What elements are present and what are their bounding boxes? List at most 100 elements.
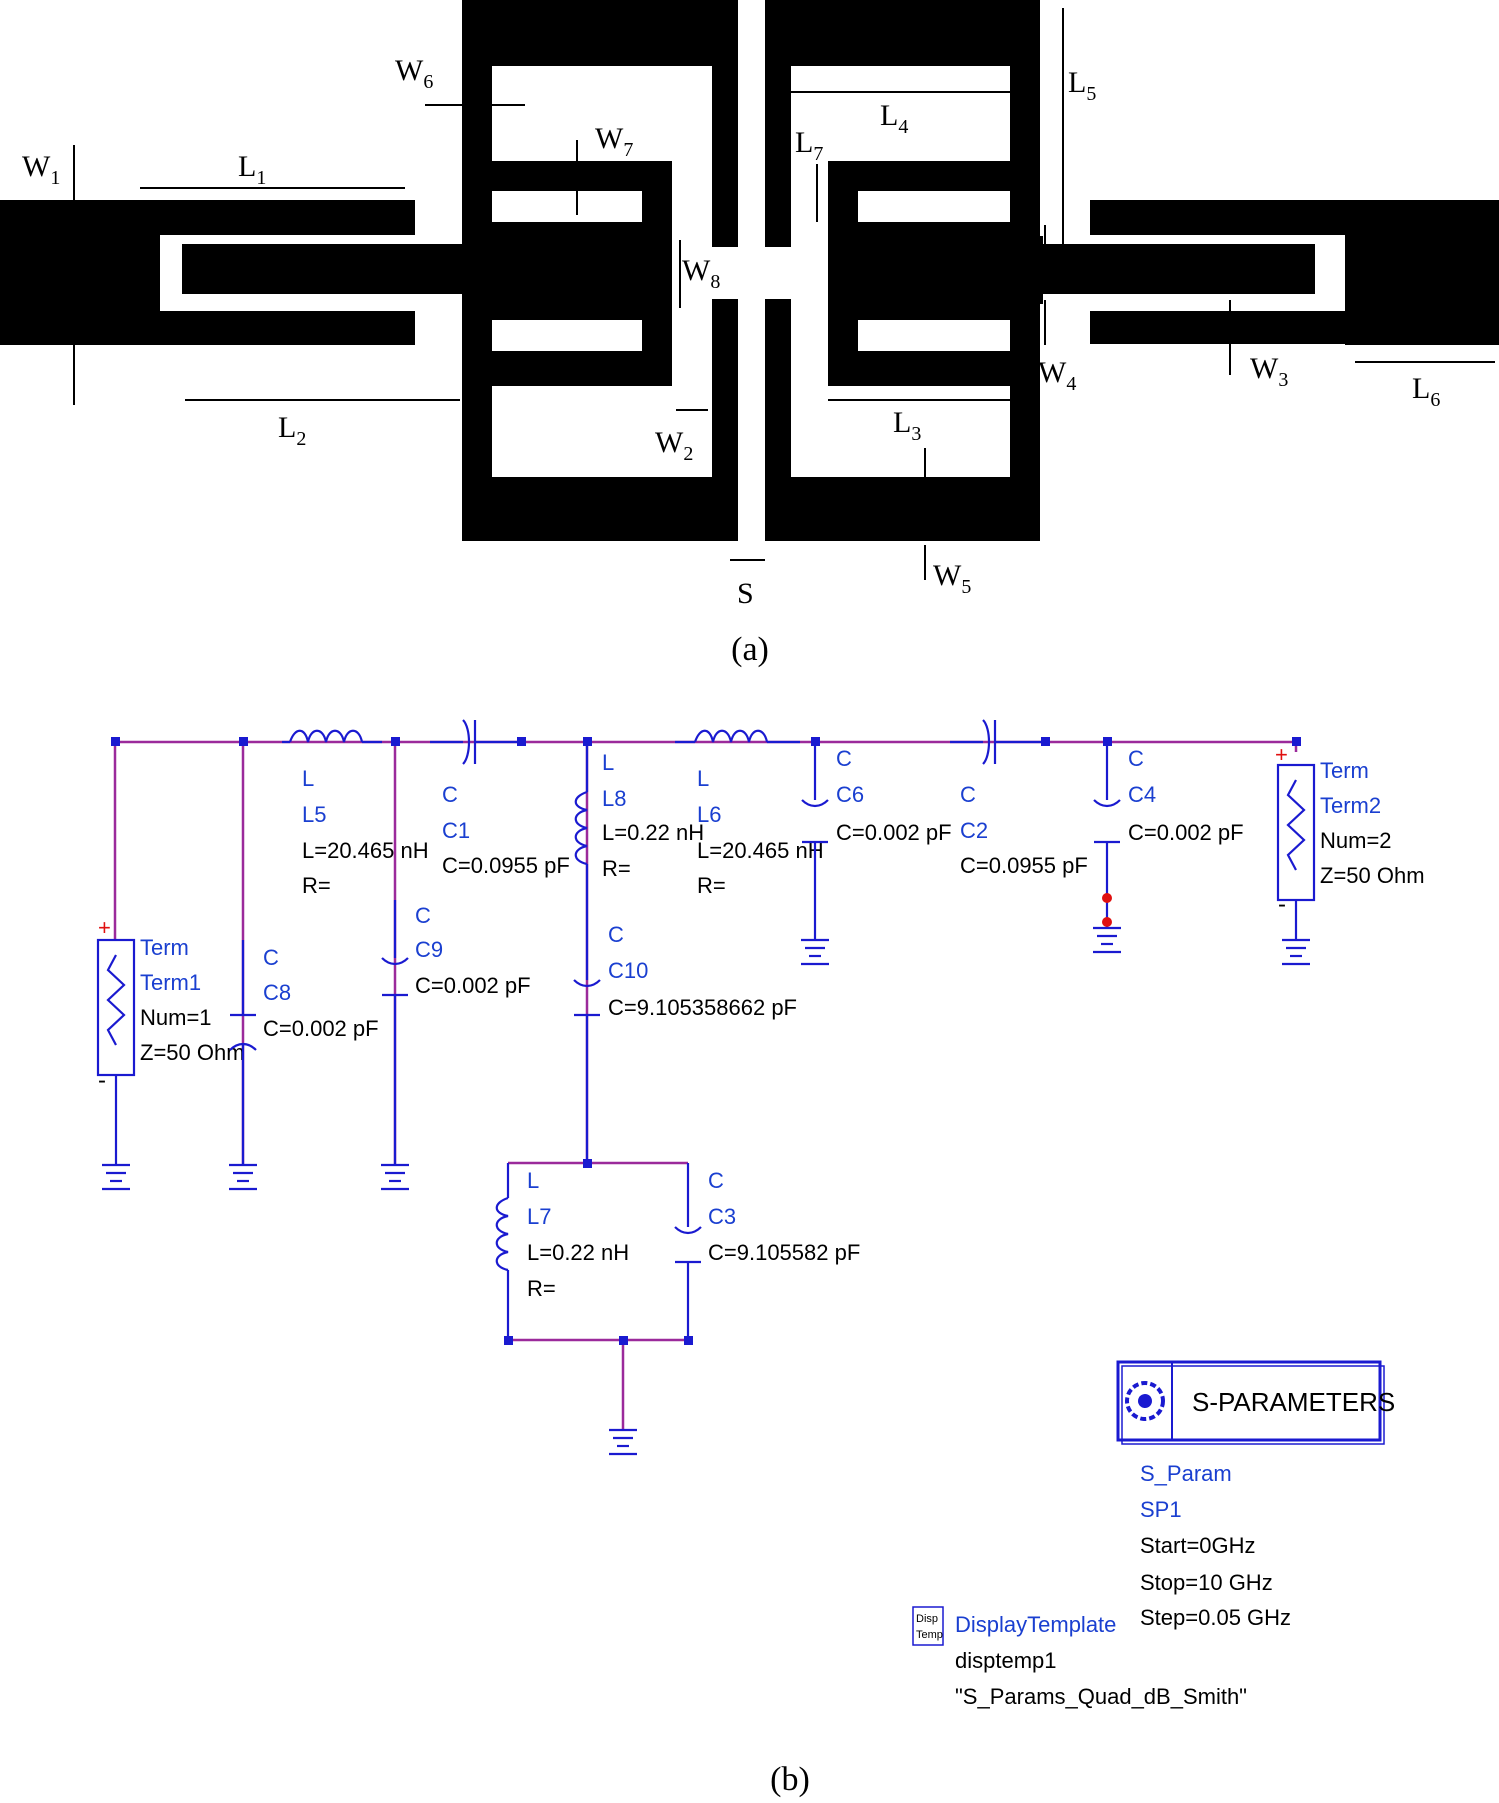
svg-text:L8: L8: [602, 786, 626, 811]
left-upper-stub: [140, 200, 415, 235]
svg-text:+: +: [98, 915, 111, 940]
svg-text:C10: C10: [608, 958, 648, 983]
label-w3: W3: [1250, 352, 1288, 391]
svg-text:C: C: [415, 903, 431, 928]
right-center-line: [1030, 244, 1315, 294]
inductor-l5: L L5 L=20.465 nH R=: [282, 729, 429, 898]
svg-text:C: C: [263, 945, 279, 970]
svg-text:C2: C2: [960, 818, 988, 843]
gear-icon: [1125, 1381, 1165, 1421]
svg-text:L: L: [697, 766, 709, 791]
capacitor-c8: C C8 C=0.002 pF: [229, 940, 379, 1165]
svg-text:C=0.002 pF: C=0.002 pF: [415, 973, 531, 998]
svg-text:C6: C6: [836, 782, 864, 807]
term1-name: Term1: [140, 970, 201, 995]
display-template: Disp Temp DisplayTemplate disptemp1 "S_P…: [912, 1606, 1247, 1709]
label-w8: W8: [682, 254, 720, 293]
label-w1: W1: [22, 150, 60, 189]
capacitor-c3: C C3 C=9.105582 pF: [674, 1163, 860, 1340]
svg-text:C=0.002 pF: C=0.002 pF: [1128, 820, 1244, 845]
right-resonator-core: [833, 236, 1043, 304]
svg-text:C: C: [442, 782, 458, 807]
svg-text:Step=0.05 GHz: Step=0.05 GHz: [1140, 1605, 1291, 1630]
svg-text:Start=0GHz: Start=0GHz: [1140, 1533, 1256, 1558]
label-l5: L5: [1068, 66, 1096, 105]
label-l1: L1: [238, 150, 266, 189]
marker-dot: [1102, 893, 1112, 903]
svg-text:C=0.0955 pF: C=0.0955 pF: [960, 853, 1088, 878]
svg-text:R=: R=: [602, 856, 631, 881]
svg-text:SP1: SP1: [1140, 1497, 1182, 1522]
right-lower-stub: [1090, 311, 1365, 344]
ground-symbols: [102, 926, 1310, 1456]
term2-num: Num=2: [1320, 828, 1392, 853]
svg-text:C=9.105582 pF: C=9.105582 pF: [708, 1240, 860, 1265]
svg-text:-: -: [98, 1067, 106, 1094]
caption-a: (a): [731, 631, 769, 668]
left-feed-pad: [0, 200, 140, 345]
svg-text:L=20.465 nH: L=20.465 nH: [302, 838, 429, 863]
left-center-line: [182, 244, 472, 294]
svg-text:disptemp1: disptemp1: [955, 1648, 1057, 1673]
right-upper-stub: [1090, 200, 1365, 235]
microstrip-layout: W1 L1 L2 W6 W7 W8 W2 S L4 L7 L5 W4 W3 L6…: [0, 0, 1499, 610]
svg-text:C=9.105358662 pF: C=9.105358662 pF: [608, 995, 797, 1020]
svg-text:C=0.002 pF: C=0.002 pF: [263, 1016, 379, 1041]
term2-class: Term: [1320, 758, 1369, 783]
label-w6: W6: [395, 54, 433, 93]
svg-text:C8: C8: [263, 980, 291, 1005]
svg-text:C: C: [960, 782, 976, 807]
svg-text:C4: C4: [1128, 782, 1156, 807]
label-l3: L3: [893, 406, 921, 445]
svg-text:C: C: [836, 746, 852, 771]
left-resonator-core: [462, 236, 667, 304]
svg-text:L6: L6: [697, 802, 721, 827]
svg-text:L: L: [302, 766, 314, 791]
label-l4: L4: [880, 99, 908, 138]
term2-name: Term2: [1320, 793, 1381, 818]
svg-text:L: L: [527, 1168, 539, 1193]
svg-text:C3: C3: [708, 1204, 736, 1229]
capacitor-c10: C C10 C=9.105358662 pF: [573, 920, 797, 1163]
svg-text:C: C: [1128, 746, 1144, 771]
right-feed-pad: [1345, 200, 1499, 345]
label-w4: W4: [1038, 356, 1076, 395]
inductor-l6: L L6 L=20.465 nH R=: [675, 729, 824, 898]
ads-schematic: + - Term Term1 Num=1 Z=50 Ohm + - Term T…: [96, 719, 1425, 1709]
term1-num: Num=1: [140, 1005, 212, 1030]
svg-text:R=: R=: [302, 873, 331, 898]
capacitor-c6: C C6 C=0.002 pF: [801, 742, 952, 940]
svg-text:L: L: [602, 750, 614, 775]
svg-text:Stop=10 GHz: Stop=10 GHz: [1140, 1570, 1273, 1595]
label-l2: L2: [278, 411, 306, 450]
term2: + - Term Term2 Num=2 Z=50 Ohm: [1275, 742, 1425, 940]
svg-text:+: +: [1275, 742, 1288, 767]
svg-text:DisplayTemplate: DisplayTemplate: [955, 1612, 1116, 1637]
svg-text:Temp: Temp: [916, 1629, 943, 1641]
dimension-arrows: [73, 8, 1495, 580]
svg-text:L5: L5: [302, 802, 326, 827]
term1: + - Term Term1 Num=1 Z=50 Ohm: [96, 915, 245, 1165]
inductor-l8: L L8 L=0.22 nH R=: [574, 742, 704, 920]
capacitor-c1: C C1 C=0.0955 pF: [430, 719, 570, 878]
svg-text:C=0.0955 pF: C=0.0955 pF: [442, 853, 570, 878]
label-w7: W7: [595, 122, 633, 161]
left-lower-stub: [140, 311, 415, 344]
svg-text:S_Param: S_Param: [1140, 1461, 1232, 1486]
svg-text:C: C: [608, 922, 624, 947]
caption-b: (b): [770, 1761, 810, 1798]
svg-text:C9: C9: [415, 937, 443, 962]
svg-text:R=: R=: [527, 1276, 556, 1301]
svg-text:C1: C1: [442, 818, 470, 843]
term1-z: Z=50 Ohm: [140, 1040, 245, 1065]
capacitor-c4: C C4 C=0.002 pF: [1093, 742, 1244, 928]
sparameters-block: S-PARAMETERS S_Param SP1 Start=0GHz Stop…: [1116, 1360, 1395, 1630]
node-pins: [111, 737, 1301, 1345]
term1-class: Term: [140, 935, 189, 960]
label-l6: L6: [1412, 372, 1440, 411]
svg-text:C=0.002 pF: C=0.002 pF: [836, 820, 952, 845]
label-s: S: [737, 577, 754, 610]
svg-text:L=0.22 nH: L=0.22 nH: [602, 820, 704, 845]
label-l7: L7: [795, 126, 823, 165]
